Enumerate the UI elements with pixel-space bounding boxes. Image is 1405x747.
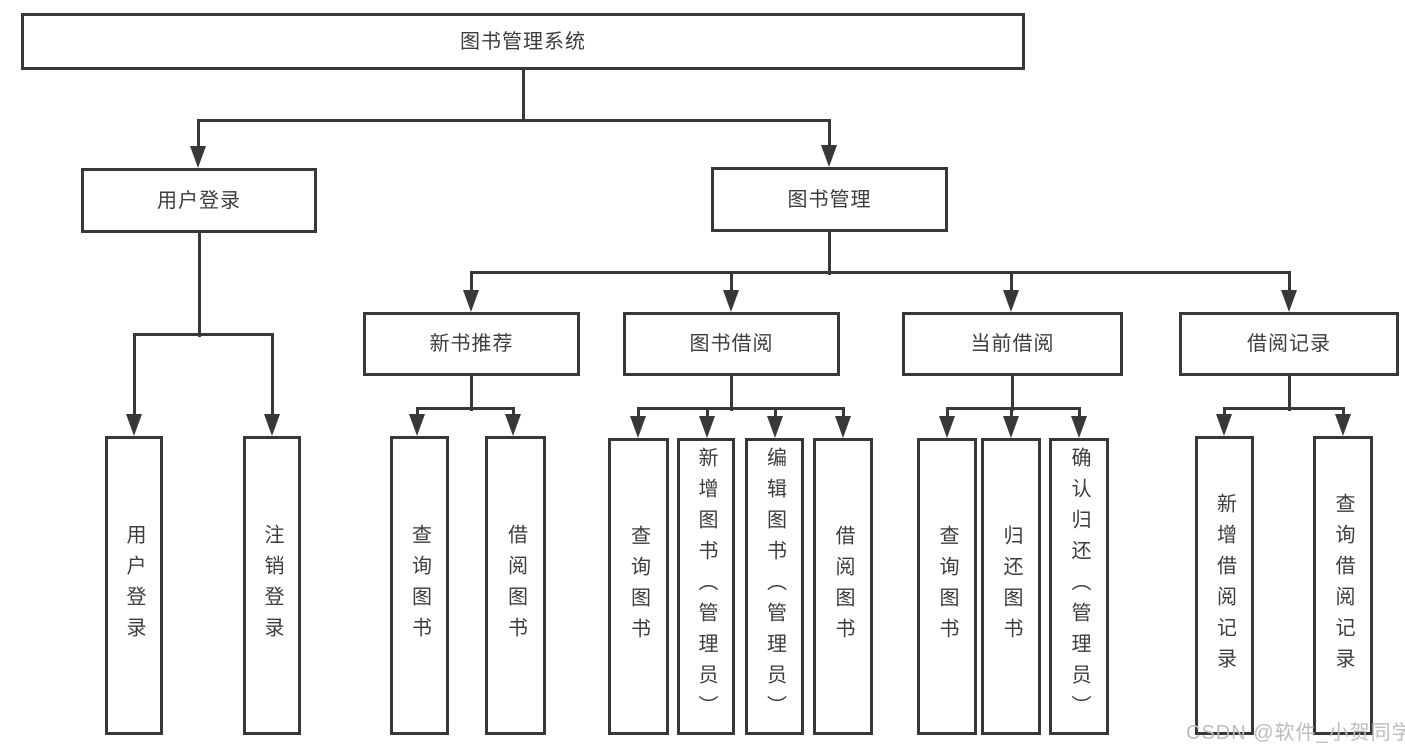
connector-line [1078, 407, 1081, 418]
leaf-add-books-admin: 新增图书（管理员） [677, 438, 735, 735]
leaf-borrow-books-recommend-label: 借阅图书 [504, 523, 527, 648]
leaf-borrow-books-recommend: 借阅图书 [485, 436, 546, 735]
connector-line [416, 407, 515, 410]
leaf-confirm-return-admin-label: 确认归还（管理员） [1068, 447, 1090, 726]
connector-line [828, 232, 831, 275]
leaf-logout: 注销登录 [243, 436, 301, 735]
arrow-icon [190, 146, 206, 168]
leaf-edit-books-admin-label: 编辑图书（管理员） [763, 447, 786, 726]
connector-line [198, 233, 201, 337]
leaf-confirm-return-admin: 确认归还（管理员） [1049, 438, 1109, 735]
connector-line [470, 271, 473, 292]
leaf-query-books-current-label: 查询图书 [936, 524, 958, 649]
arrow-icon [1335, 414, 1351, 436]
node-book-management-label: 图书管理 [787, 188, 872, 211]
arrow-icon [1003, 290, 1019, 312]
connector-line [1010, 407, 1013, 418]
connector-line [133, 333, 136, 416]
arrow-icon [835, 416, 851, 438]
connector-line [1010, 271, 1013, 292]
leaf-query-borrow-record: 查询借阅记录 [1313, 436, 1373, 735]
connector-line [522, 70, 525, 122]
leaf-query-books-borrow: 查询图书 [608, 438, 669, 735]
connector-line [1342, 407, 1345, 416]
connector-line [774, 407, 777, 418]
leaf-return-books-label: 归还图书 [1000, 524, 1022, 649]
arrow-icon [463, 290, 479, 312]
connector-line [637, 407, 845, 410]
connector-line [1011, 376, 1014, 411]
arrow-icon [767, 416, 783, 438]
connector-line [730, 376, 733, 411]
connector-line [828, 119, 831, 147]
connector-line [416, 407, 419, 416]
connector-line [512, 407, 515, 416]
connector-line [1288, 376, 1291, 411]
arrow-icon [723, 290, 739, 312]
node-book-management: 图书管理 [711, 167, 948, 232]
node-current-borrow: 当前借阅 [902, 312, 1123, 376]
connector-line [197, 119, 200, 148]
arrow-icon [1216, 414, 1232, 436]
leaf-query-books-recommend: 查询图书 [390, 436, 449, 735]
leaf-add-books-admin-label: 新增图书（管理员） [695, 447, 717, 726]
arrow-icon [939, 416, 955, 438]
leaf-query-books-current: 查询图书 [917, 438, 977, 735]
leaf-borrow-books-borrow-label: 借阅图书 [832, 524, 854, 649]
arrow-icon [1071, 416, 1087, 438]
connector-line [470, 376, 473, 411]
node-new-book-recommend: 新书推荐 [363, 312, 580, 376]
node-new-book-recommend-label: 新书推荐 [429, 333, 514, 355]
arrow-icon [126, 414, 142, 436]
node-current-borrow-label: 当前借阅 [970, 333, 1055, 355]
arrow-icon [409, 414, 425, 436]
leaf-return-books: 归还图书 [981, 438, 1041, 735]
connector-line [197, 119, 831, 122]
csdn-watermark: CSDN @软件_小贺同学 [1186, 722, 1405, 744]
node-book-borrow-label: 图书借阅 [689, 333, 774, 355]
connector-line [470, 271, 1290, 274]
leaf-borrow-books-borrow: 借阅图书 [813, 438, 873, 735]
arrow-icon [630, 416, 646, 438]
leaf-query-borrow-record-label: 查询借阅记录 [1332, 492, 1354, 679]
leaf-logout-label: 注销登录 [261, 523, 283, 648]
connector-line [637, 407, 640, 418]
leaf-query-books-borrow-label: 查询图书 [627, 524, 650, 649]
connector-line [946, 407, 1081, 410]
connector-line [946, 407, 949, 418]
connector-line [271, 333, 274, 416]
node-root-label: 图书管理系统 [460, 30, 586, 53]
node-borrow-records: 借阅记录 [1179, 312, 1399, 376]
arrow-icon [505, 414, 521, 436]
connector-line [1223, 407, 1345, 410]
leaf-query-books-recommend-label: 查询图书 [408, 523, 431, 648]
arrow-icon [1281, 290, 1297, 312]
leaf-edit-books-admin: 编辑图书（管理员） [745, 438, 804, 735]
arrow-icon [264, 414, 280, 436]
node-user-login: 用户登录 [81, 168, 317, 233]
node-borrow-records-label: 借阅记录 [1247, 333, 1331, 355]
node-book-borrow: 图书借阅 [623, 312, 840, 376]
leaf-user-login: 用户登录 [105, 436, 163, 735]
arrow-icon [1003, 416, 1019, 438]
connector-line [1223, 407, 1226, 416]
arrow-icon [821, 145, 837, 167]
leaf-user-login-label: 用户登录 [123, 523, 145, 648]
node-user-login-label: 用户登录 [157, 189, 241, 212]
arrow-icon [699, 416, 715, 438]
connector-line [706, 407, 709, 418]
connector-line [1288, 271, 1291, 292]
node-root: 图书管理系统 [21, 13, 1025, 70]
connector-line [133, 333, 274, 336]
connector-line [842, 407, 845, 418]
leaf-add-borrow-record-label: 新增借阅记录 [1213, 492, 1236, 679]
leaf-add-borrow-record: 新增借阅记录 [1195, 436, 1254, 735]
connector-line [730, 271, 733, 292]
